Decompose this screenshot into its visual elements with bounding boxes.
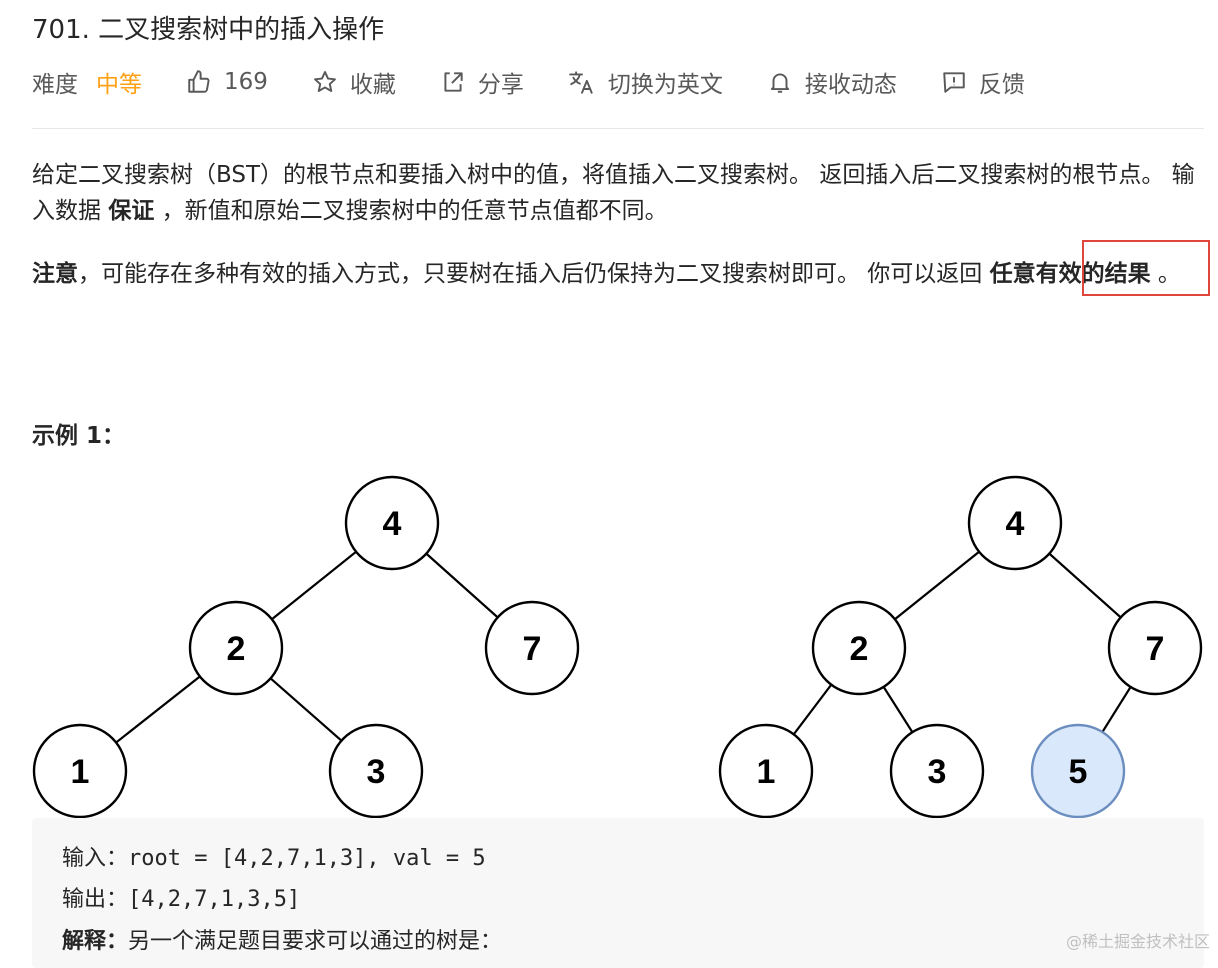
description-text: 给定二叉搜索树（BST）的根节点和要插入树中的值，将值插入二叉搜索树。 返回插入… <box>32 162 1195 224</box>
tree-right-node-3 <box>889 723 985 819</box>
subscribe-button[interactable]: 接收动态 <box>767 65 897 99</box>
feedback-label: 反馈 <box>978 72 1025 98</box>
tree-right-label-2: 2 <box>850 630 869 668</box>
thumbs-up-icon <box>188 70 210 93</box>
tree-left-label-3: 3 <box>367 753 386 791</box>
tree-right-label-7: 7 <box>1146 630 1165 668</box>
example-explanation: 解释：另一个满足题目要求可以通过的树是： <box>62 924 502 958</box>
explain-label: 解释： <box>62 928 129 954</box>
watermark: @稀土掘金技术社区 <box>1065 932 1210 951</box>
difficulty-value: 中等 <box>96 72 142 98</box>
tree-left-node-1 <box>32 723 128 819</box>
header-divider <box>32 128 1204 129</box>
tree-left-node-3 <box>328 723 424 819</box>
example-output: 输出：[4,2,7,1,3,5] <box>62 883 300 917</box>
star-icon <box>313 71 336 92</box>
difficulty-label: 难度 <box>32 72 78 98</box>
tree-left-node-7 <box>484 600 580 696</box>
favorite-button[interactable]: 收藏 <box>312 65 396 99</box>
tree-right-label-4: 4 <box>1006 505 1025 543</box>
example-input: 输入：root = [4,2,7,1,3], val = 5 <box>62 842 486 876</box>
example-io-block: 输入：root = [4,2,7,1,3], val = 5 输出：[4,2,7… <box>32 818 1204 968</box>
example-heading: 示例 1： <box>32 423 126 449</box>
share-label: 分享 <box>477 72 524 98</box>
output-label: 输出： <box>62 887 129 912</box>
favorite-label: 收藏 <box>349 72 396 98</box>
like-button[interactable]: 169 <box>186 69 268 95</box>
description-paragraph-2: 注意，可能存在多种有效的插入方式，只要树在插入后仍保持为二叉搜索树即可。 你可以… <box>32 256 1210 292</box>
tree-left-label-7: 7 <box>523 630 542 668</box>
like-count: 169 <box>224 69 268 95</box>
input-value: root = [4,2,7,1,3], val = 5 <box>128 846 486 871</box>
tree-left-label-4: 4 <box>383 505 402 543</box>
problem-toolbar: 难度 中等 169 收藏 分享 切换为英文 接收动态 <box>32 62 1069 102</box>
explain-value: 另一个满足题目要求可以通过的树是： <box>128 929 503 954</box>
bell-icon <box>770 73 790 93</box>
tree-right-node-2 <box>811 600 907 696</box>
tree-left-label-2: 2 <box>227 630 246 668</box>
output-value: [4,2,7,1,3,5] <box>128 887 301 912</box>
description-paragraph-1: 给定二叉搜索树（BST）的根节点和要插入树中的值，将值插入二叉搜索树。 返回插入… <box>32 157 1210 229</box>
tree-left-node-2 <box>188 600 284 696</box>
tree-right-label-1: 1 <box>757 753 776 791</box>
description-text-tail: ，新值和原始二叉搜索树中的任意节点值都不同。 <box>154 198 668 224</box>
example-tree-diagram: 4 2 7 1 3 4 2 7 1 3 5 <box>32 475 1203 819</box>
difficulty: 难度 中等 <box>32 65 142 99</box>
note-tail: 。 <box>1150 261 1181 287</box>
share-icon <box>444 72 463 92</box>
tree-right-label-3: 3 <box>928 753 947 791</box>
tree-left-node-4 <box>344 475 440 571</box>
highlight-box <box>1082 240 1210 296</box>
tree-right-node-4 <box>967 475 1063 571</box>
feedback-icon <box>943 72 965 93</box>
tree-left-label-1: 1 <box>71 753 90 791</box>
tree-right-node-5-inserted <box>1030 723 1126 819</box>
note-bold-any-valid: 任意有效的结果 <box>989 261 1151 287</box>
note-label: 注意 <box>32 261 78 287</box>
translate-label: 切换为英文 <box>607 72 723 98</box>
tree-right-node-1 <box>718 723 814 819</box>
share-button[interactable]: 分享 <box>440 65 524 99</box>
translate-button[interactable]: 切换为英文 <box>568 65 723 99</box>
tree-right-label-5: 5 <box>1069 753 1088 791</box>
feedback-button[interactable]: 反馈 <box>941 65 1025 99</box>
translate-icon <box>569 71 593 94</box>
input-label: 输入： <box>62 846 129 871</box>
note-text: ，可能存在多种有效的插入方式，只要树在插入后仍保持为二叉搜索树即可。 你可以返回 <box>78 261 990 287</box>
tree-left <box>32 475 580 819</box>
tree-right <box>718 475 1203 819</box>
tree-right-node-7 <box>1107 600 1203 696</box>
description-bold-guarantee: 保证 <box>108 198 155 224</box>
problem-title: 701. 二叉搜索树中的插入操作 <box>32 15 385 45</box>
subscribe-label: 接收动态 <box>804 72 897 98</box>
